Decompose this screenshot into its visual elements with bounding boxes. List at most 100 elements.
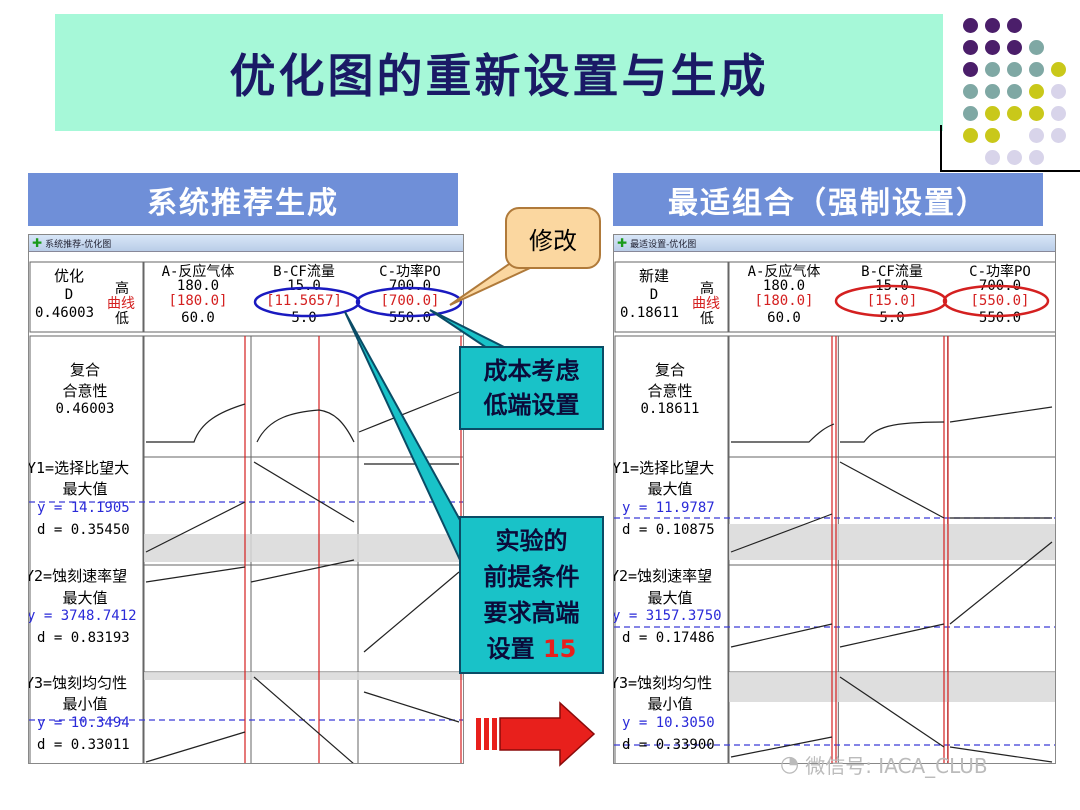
left-factor-c-current[interactable]: [700.0] (380, 293, 440, 309)
left-row3-line1: Y3=蚀刻均匀性 (28, 674, 128, 692)
wechat-icon: ◔ (780, 752, 800, 777)
decorative-dot (963, 106, 978, 121)
left-factor-b-high: 15.0 (287, 278, 321, 294)
cost-callout-line2: 低端设置 (483, 391, 580, 419)
response-curve (253, 676, 354, 763)
right-d-value: 0.18611 (620, 305, 680, 321)
right-row2-line1: Y2=蚀刻速率望 (613, 567, 713, 585)
desirability-band (729, 672, 1055, 702)
left-row3-line3: y = 10.3494 (37, 715, 130, 731)
premise-callout-line4: 设置 (486, 635, 535, 663)
right-row3-line3: y = 10.3050 (622, 715, 715, 731)
premise-callout-number: 15 (542, 635, 577, 663)
cost-callout-line1: 成本考虑 (483, 357, 580, 385)
decorative-dot (1007, 18, 1022, 33)
decorative-dot (1007, 40, 1022, 55)
left-factor-c-name: C-功率PO (379, 264, 441, 280)
right-factor-c-name: C-功率PO (969, 264, 1031, 280)
cost-callout-box: 成本考虑 低端设置 (459, 346, 604, 430)
left-window-titlebar: ✚ 系统推荐-优化图 (29, 235, 463, 252)
right-opt-label: 新建 (638, 267, 669, 285)
left-factor-a-current[interactable]: [180.0] (168, 293, 228, 309)
right-factor-a-name: A-反应气体 (747, 264, 821, 280)
left-d-value: 0.46003 (35, 305, 95, 321)
right-section-header-text: 最适组合（强制设置） (668, 185, 988, 221)
decorative-dot (1007, 84, 1022, 99)
premise-callout-line4-wrap: 设置 15 (487, 631, 577, 667)
right-d-label: D (649, 287, 659, 303)
right-row3-line2: 最小值 (647, 695, 693, 713)
left-high-label: 高 (115, 281, 129, 297)
right-row0-line2: 合意性 (647, 382, 693, 400)
decorative-dot (1051, 62, 1066, 77)
decorative-dot (985, 18, 1000, 33)
left-factor-b-low: 5.0 (291, 310, 317, 326)
response-curve (145, 731, 246, 763)
decorative-dot (1051, 106, 1066, 121)
modify-callout-text: 修改 (529, 226, 577, 255)
left-row3-line2: 最小值 (62, 695, 108, 713)
response-curve (358, 391, 460, 433)
left-opt-label: 优化 (53, 267, 84, 285)
response-curve (730, 736, 833, 758)
plus-icon: ✚ (617, 236, 628, 250)
decorative-dot (1007, 106, 1022, 121)
response-curve (949, 541, 1053, 625)
left-row2-line1: Y2=蚀刻速率望 (28, 567, 128, 585)
left-factor-a-low: 60.0 (181, 310, 215, 326)
left-row1-line2: 最大值 (62, 480, 108, 498)
right-row1-line3: y = 11.9787 (622, 500, 715, 516)
right-factor-b-name: B-CF流量 (861, 264, 923, 280)
response-curve (949, 746, 1053, 763)
left-factor-a-high: 180.0 (176, 278, 220, 294)
left-factor-a-name: A-反应气体 (161, 264, 235, 280)
response-curve (363, 571, 460, 653)
left-factor-b-current[interactable]: [11.5657] (266, 293, 342, 309)
right-low-label: 低 (700, 311, 714, 327)
decorative-dot (1029, 128, 1044, 143)
left-curve-label: 曲线 (107, 296, 135, 312)
left-d-label: D (64, 287, 74, 303)
left-optimization-window: ✚ 系统推荐-优化图 优化 D 0.46003 高 曲线 低 A-反应气体 18… (28, 234, 464, 764)
desirability-band (144, 672, 463, 680)
left-factor-c-high: 700.0 (388, 278, 432, 294)
right-factor-b-low: 5.0 (879, 310, 905, 326)
decorative-dot (1007, 62, 1022, 77)
right-row0-line3: 0.18611 (640, 401, 700, 417)
right-high-label: 高 (700, 281, 714, 297)
decorative-dot (1029, 62, 1044, 77)
response-curve (731, 423, 835, 443)
header-box-factors (143, 261, 463, 333)
decorative-dot (963, 62, 978, 77)
watermark-text: 微信号: IACA_CLUB (805, 754, 988, 778)
right-factor-c-current[interactable]: [550.0] (970, 293, 1030, 309)
right-row0-line1: 复合 (654, 361, 685, 379)
decorative-dot (963, 84, 978, 99)
left-row2-line3: y = 3748.7412 (28, 608, 137, 624)
right-row3-line1: Y3=蚀刻均匀性 (613, 674, 713, 692)
decorative-divider-horizontal (940, 170, 1080, 172)
right-factor-c-low: 550.0 (978, 310, 1022, 326)
response-curve (145, 501, 246, 553)
right-factor-a-high: 180.0 (762, 278, 806, 294)
header-box-left (614, 261, 729, 333)
response-curve (253, 461, 355, 523)
left-window-title: 系统推荐-优化图 (45, 239, 112, 250)
response-curve (839, 623, 945, 648)
right-factor-b-current[interactable]: [15.0] (866, 293, 918, 309)
left-factor-c-low: 550.0 (388, 310, 432, 326)
right-row1-line2: 最大值 (647, 480, 693, 498)
right-curve-label: 曲线 (692, 296, 720, 312)
response-curve (730, 513, 833, 553)
premise-callout-line3: 要求高端 (483, 599, 580, 627)
decorative-dot (1029, 84, 1044, 99)
right-factor-a-current[interactable]: [180.0] (754, 293, 814, 309)
left-row1-line1: Y1=选择比望大 (28, 459, 130, 477)
right-optimization-window: ✚ 最适设置-优化图 新建 D 0.18611 高 曲线 低 A-反应气体 18… (613, 234, 1056, 764)
left-row1-line4: d = 0.35450 (37, 522, 130, 538)
slide-title: 优化图的重新设置与生成 (229, 48, 769, 103)
premise-callout-line1: 实验的 (495, 527, 568, 555)
decorative-dot (985, 128, 1000, 143)
left-row2-line2: 最大值 (62, 589, 108, 607)
decorative-dot (963, 40, 978, 55)
